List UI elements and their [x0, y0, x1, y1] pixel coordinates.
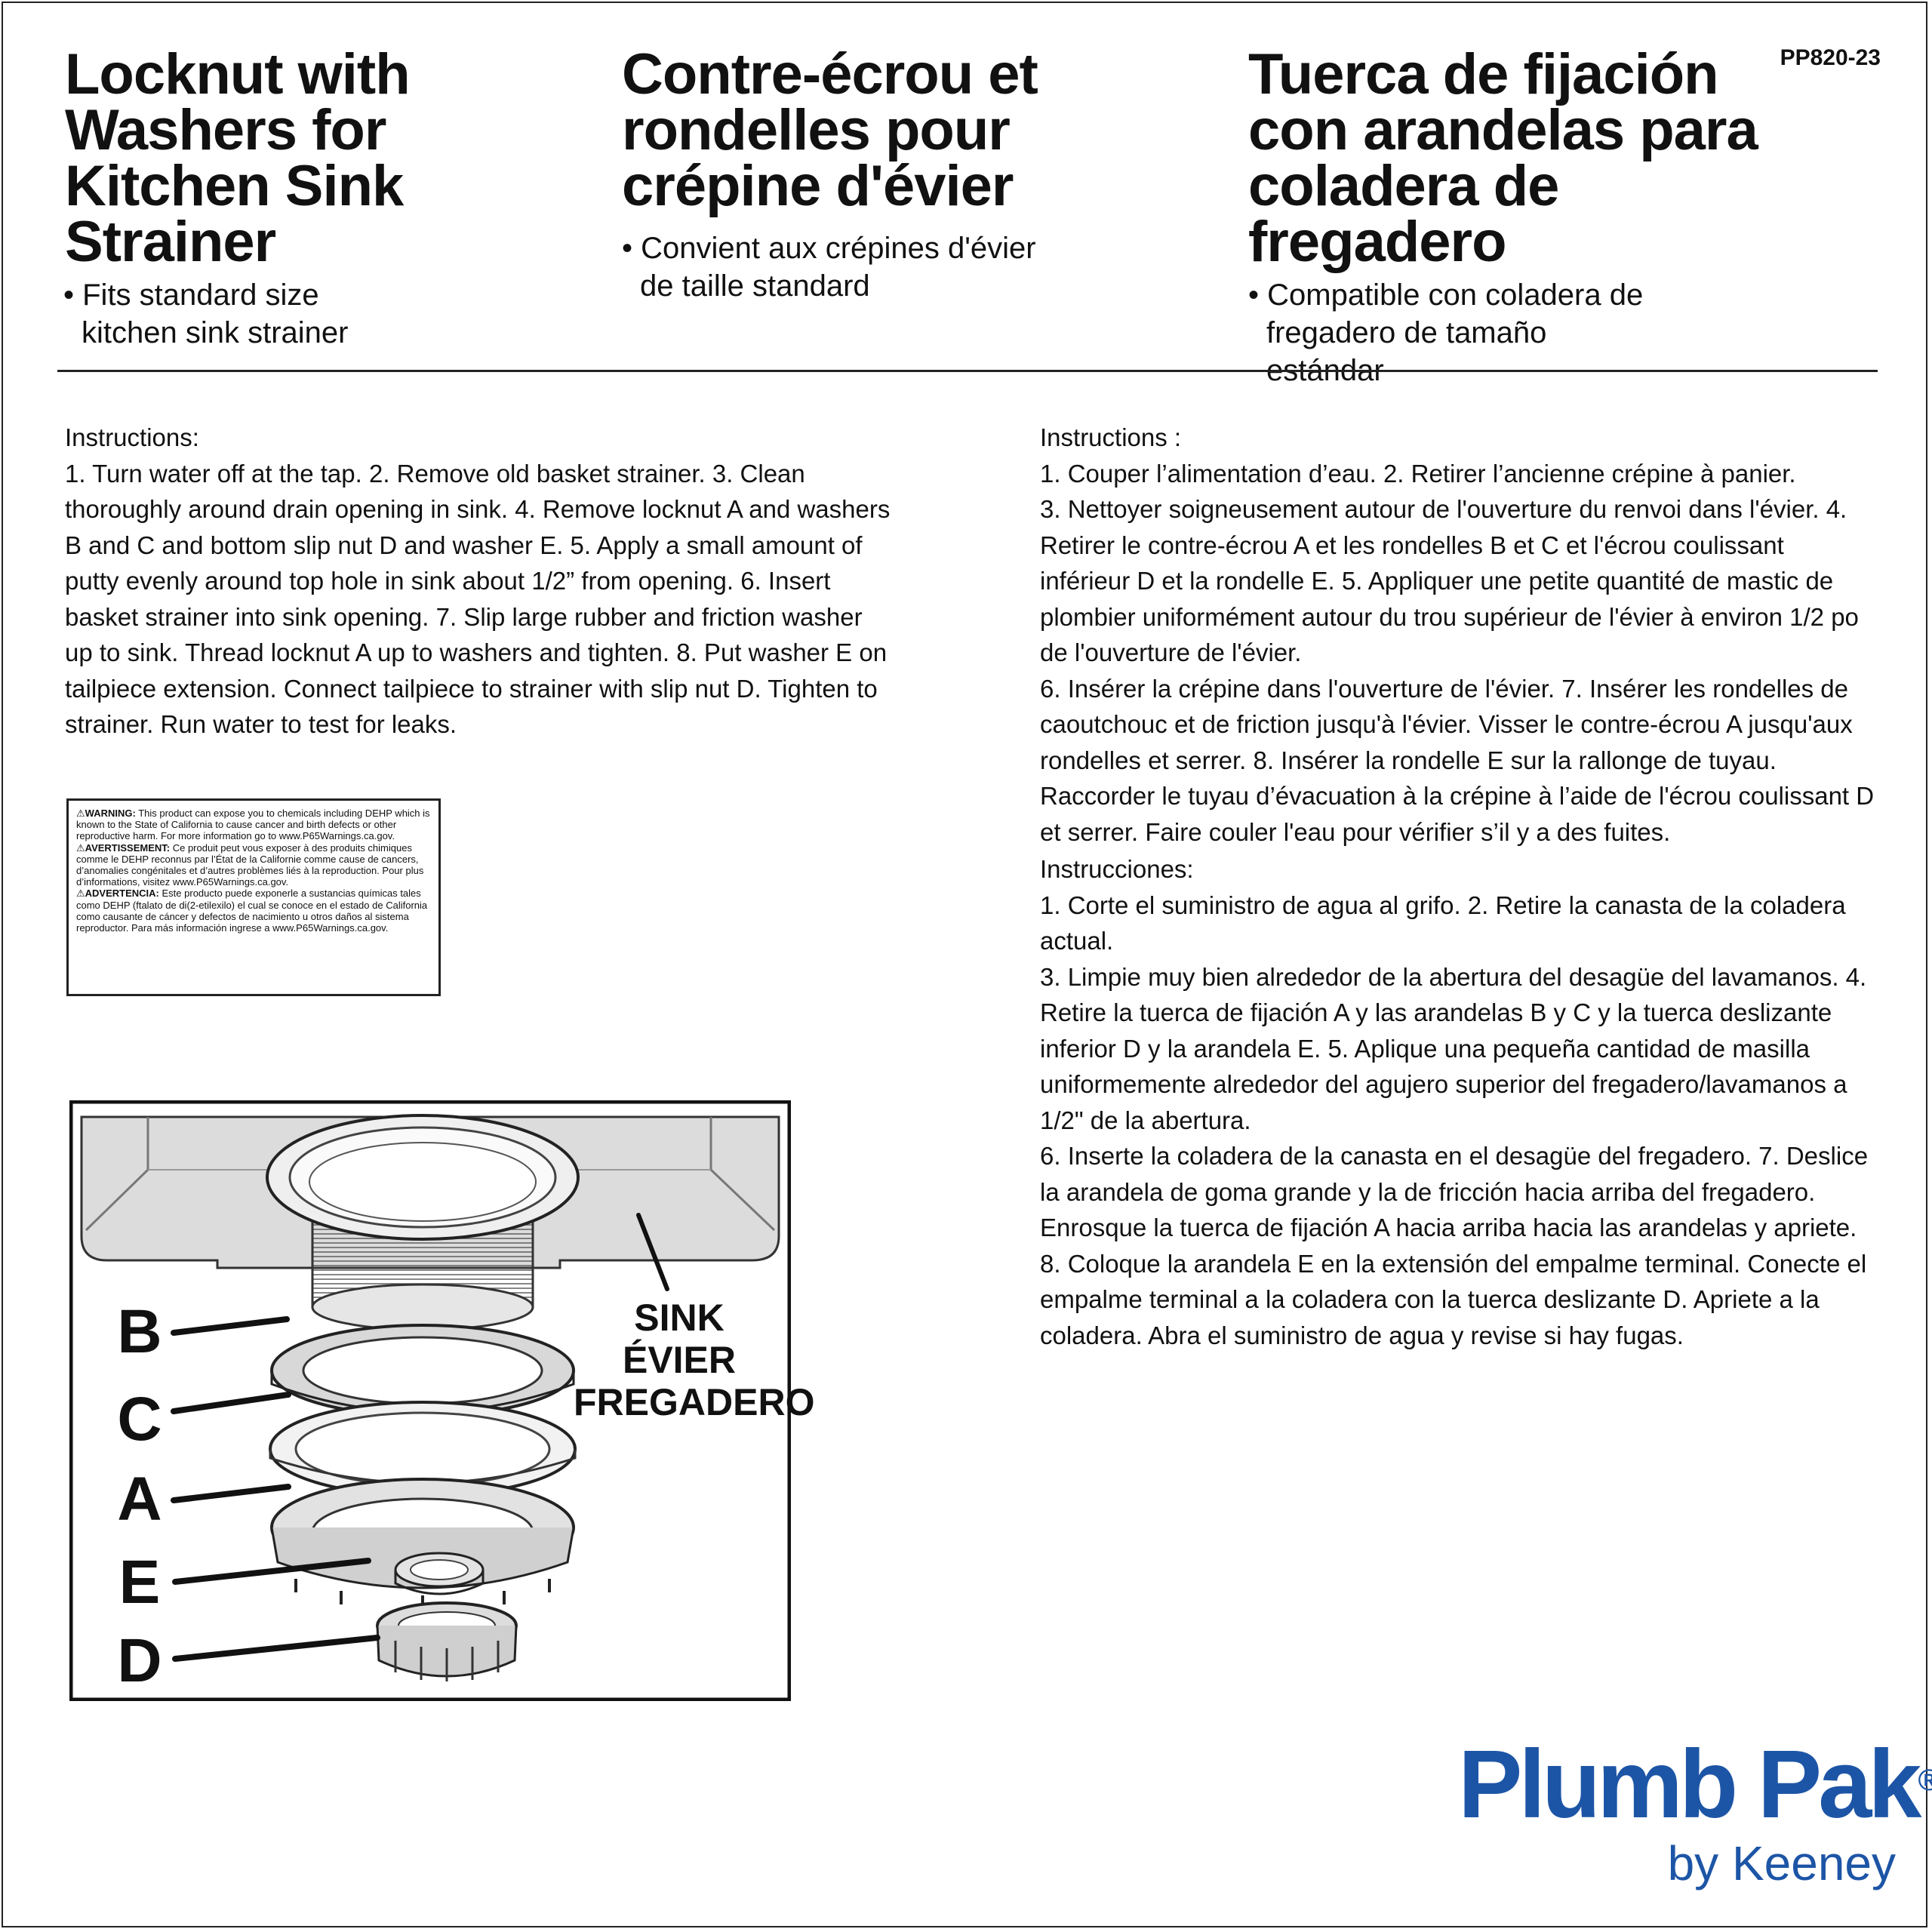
instructions-steps: 1. Corte el suministro de agua al grifo.… — [1040, 891, 1846, 955]
title-line: con arandelas para — [1248, 98, 1758, 162]
title-line: Washers for — [65, 98, 386, 162]
warning-label: ⚠WARNING: — [76, 808, 136, 819]
warning-text: Ce produit peut vous exposer à des produ… — [76, 841, 424, 888]
title-line: crépine d'évier — [622, 154, 1014, 218]
instructions-steps: 3. Nettoyer soigneusement autour de l'ou… — [1040, 495, 1859, 666]
instructions-english: Instructions: 1. Turn water off at the t… — [65, 420, 895, 743]
header-divider — [57, 370, 1878, 372]
title-line: Tuerca de fijación — [1248, 42, 1719, 106]
instructions-steps: 3. Limpie muy bien alrededor de la abert… — [1040, 962, 1867, 1134]
title-line: coladera de — [1248, 154, 1559, 218]
feature-bullet-english: • Fits standard size kitchen sink strain… — [63, 276, 418, 352]
part-label-a: A — [117, 1465, 162, 1534]
title-line: Locknut with — [65, 42, 411, 106]
warning-text: This product can expose you to chemicals… — [76, 808, 430, 842]
warning-spanish: ⚠ADVERTENCIA: Este producto puede expone… — [76, 888, 431, 934]
title-english: Locknut with Washers for Kitchen Sink St… — [65, 42, 411, 274]
instructions-spanish: Instrucciones: 1. Corte el suministro de… — [1040, 851, 1879, 1353]
instructions-french: Instructions : 1. Couper l’alimentation … — [1040, 420, 1879, 850]
title-line: rondelles pour — [622, 98, 1011, 162]
title-french: Contre-écrou et rondelles pour crépine d… — [622, 42, 1038, 218]
part-label-e: E — [118, 1548, 161, 1617]
warning-label: ⚠ADVERTENCIA: — [76, 888, 159, 900]
bullet-text: • Compatible con coladera de fregadero d… — [1248, 278, 1644, 387]
instructions-heading: Instructions: — [65, 423, 199, 451]
bullet-text: • Fits standard size kitchen sink strain… — [63, 278, 349, 349]
brand-logo: Plumb Pak® by Keeney — [1458, 1736, 1932, 1890]
instructions-steps: 6. Inserte la coladera de la canasta en … — [1040, 1142, 1869, 1349]
sink-label: SINK ÉVIER FREGADERO — [574, 1297, 815, 1423]
part-label-b: B — [117, 1297, 162, 1366]
warning-french: ⚠AVERTISSEMENT: Ce produit peut vous exp… — [76, 842, 431, 888]
product-code: PP820-23 — [1780, 45, 1881, 70]
instructions-heading: Instrucciones: — [1040, 855, 1194, 883]
brand-subtitle: by Keeney — [1667, 1836, 1896, 1890]
title-spanish: Tuerca de fijación con arandelas para co… — [1248, 42, 1758, 274]
feature-bullet-spanish: • Compatible con coladera de fregadero d… — [1248, 276, 1656, 389]
part-label-d: D — [117, 1626, 162, 1695]
sink-label-line: SINK — [634, 1297, 724, 1339]
assembly-diagram-drawing — [69, 1100, 792, 1702]
brand-name-line: Plumb Pak® — [1458, 1736, 1932, 1834]
title-line: fregadero — [1248, 210, 1507, 274]
title-line: Kitchen Sink — [65, 154, 404, 218]
brand-name: Plumb Pak — [1458, 1730, 1921, 1838]
part-label-c: C — [117, 1385, 162, 1454]
title-line: Strainer — [65, 210, 276, 274]
instructions-heading: Instructions : — [1040, 423, 1182, 451]
sink-label-line: FREGADERO — [574, 1381, 815, 1423]
sink-label-line: ÉVIER — [622, 1339, 737, 1381]
bullet-text: • Convient aux crépines d'évier de taill… — [622, 232, 1036, 303]
warning-label: ⚠AVERTISSEMENT: — [76, 841, 171, 854]
instructions-steps: 6. Insérer la crépine dans l'ouverture d… — [1040, 674, 1875, 846]
instructions-steps: 1. Turn water off at the tap. 2. Remove … — [65, 459, 891, 739]
assembly-diagram — [69, 1100, 792, 1702]
registered-mark: ® — [1918, 1764, 1932, 1797]
prop65-warning-box: ⚠WARNING: This product can expose you to… — [66, 798, 441, 996]
instructions-steps: 1. Couper l’alimentation d’eau. 2. Retir… — [1040, 459, 1796, 488]
warning-english: ⚠WARNING: This product can expose you to… — [76, 808, 431, 842]
warning-text: Este producto puede exponerle a sustanci… — [76, 888, 428, 934]
feature-bullet-french: • Convient aux crépines d'évier de taill… — [622, 229, 1044, 305]
title-line: Contre-écrou et — [622, 42, 1038, 106]
